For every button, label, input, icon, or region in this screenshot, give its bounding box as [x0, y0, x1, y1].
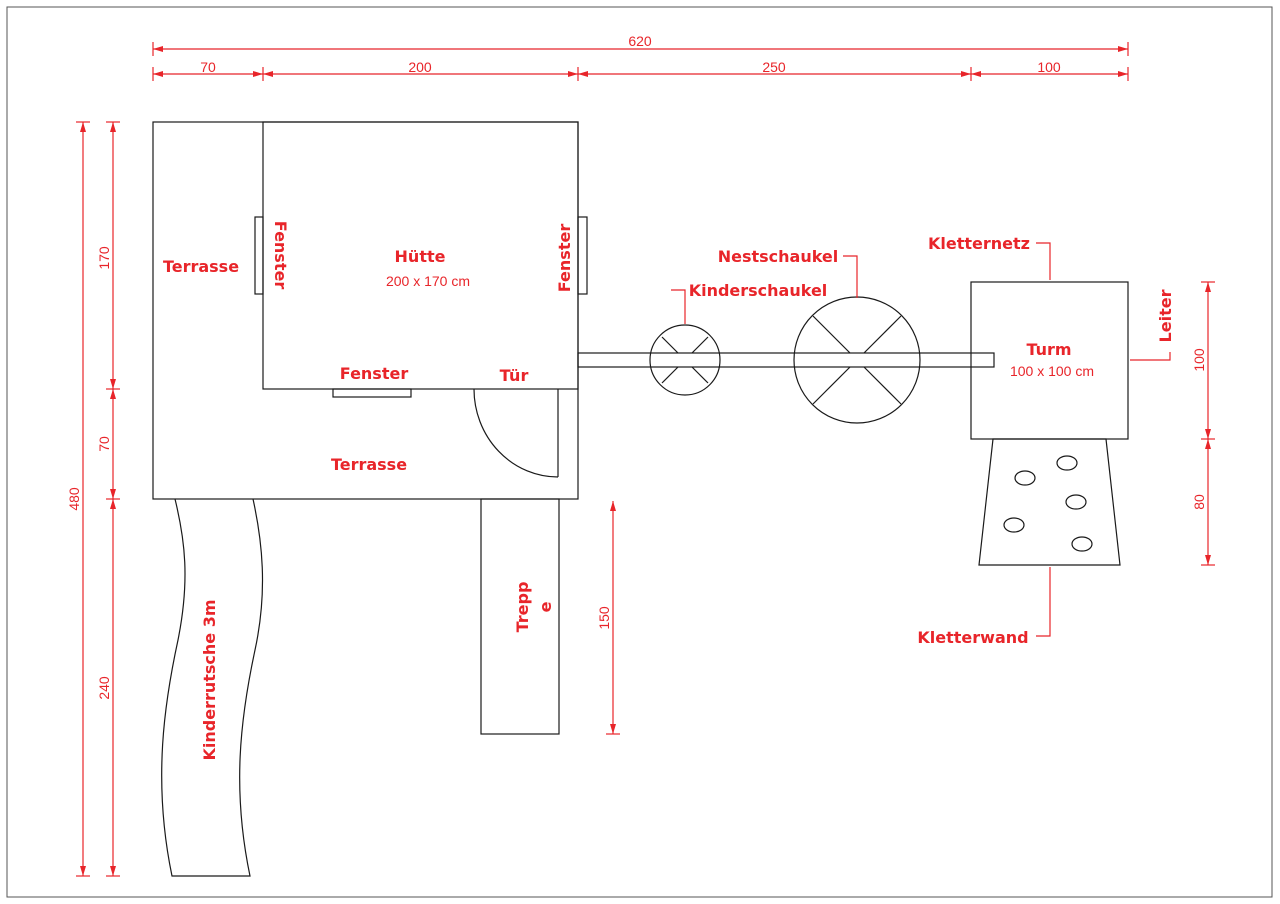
leader-lines — [671, 242, 1171, 637]
climbing-holds — [1003, 455, 1093, 552]
label-leiter: Leiter — [1156, 289, 1175, 342]
label-kinderschaukel: Kinderschaukel — [689, 281, 828, 300]
label-huette-title: Hütte — [395, 247, 446, 266]
dimension-label: 620 — [628, 33, 652, 49]
window-left — [254, 216, 264, 295]
label-kletterwand: Kletterwand — [917, 628, 1028, 647]
nestschaukel-swing — [793, 296, 921, 424]
dimension-label: 70 — [96, 436, 112, 452]
label-rutsche: Kinderrutsche 3m — [200, 599, 219, 760]
swing-beam — [577, 352, 995, 368]
label-tuer: Tür — [500, 366, 529, 385]
label-fenster-right: Fenster — [555, 224, 574, 293]
label-terrasse-bottom: Terrasse — [331, 455, 407, 474]
dimension-treppe: 150 — [596, 501, 620, 735]
window-bottom — [332, 388, 412, 398]
window-right — [577, 216, 588, 295]
page-border — [6, 6, 1273, 898]
dimension-label: 70 — [200, 59, 216, 75]
label-kletternetz: Kletternetz — [928, 234, 1030, 253]
dimension-label: 250 — [762, 59, 786, 75]
dimension-total-height: 480 — [66, 121, 90, 877]
dimension-left-segments: 170 70 240 — [96, 121, 120, 877]
label-huette-size: 200 x 170 cm — [386, 273, 470, 289]
label-fenster-left: Fenster — [271, 221, 290, 290]
dimension-label: 240 — [96, 676, 112, 700]
label-fenster-bottom: Fenster — [340, 364, 409, 383]
dimension-label: 150 — [596, 606, 612, 630]
dimension-label: 480 — [66, 487, 82, 511]
dimension-label: 100 — [1191, 348, 1207, 372]
dimension-label: 100 — [1037, 59, 1061, 75]
kinderschaukel-swing — [649, 324, 721, 396]
dimension-label: 200 — [408, 59, 432, 75]
label-treppe-line1: Trepp — [513, 582, 532, 633]
dimension-segments: 70 200 250 100 — [152, 59, 1129, 81]
label-terrasse-top: Terrasse — [163, 257, 239, 276]
dimension-label: 170 — [96, 246, 112, 270]
dimension-total-width: 620 — [152, 33, 1129, 56]
label-turm-size: 100 x 100 cm — [1010, 363, 1094, 379]
dimension-right-segments: 100 80 — [1191, 281, 1215, 566]
label-turm-title: Turm — [1026, 340, 1071, 359]
label-nestschaukel: Nestschaukel — [718, 247, 839, 266]
climbing-wall — [978, 438, 1121, 566]
dimension-label: 80 — [1191, 494, 1207, 510]
label-treppe-line2: e — [536, 601, 555, 612]
terrace-outline — [152, 121, 579, 500]
slide — [161, 498, 264, 877]
stairs — [480, 498, 560, 735]
door-swing — [473, 388, 559, 478]
